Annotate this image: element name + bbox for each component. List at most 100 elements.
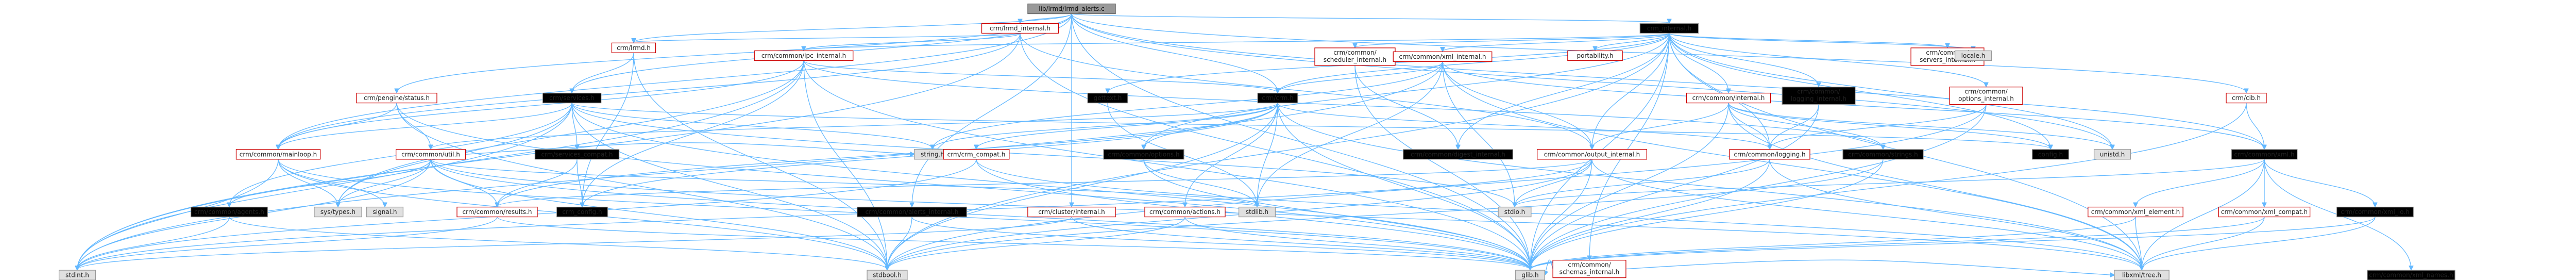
node-label: signal.h [373,208,397,216]
node-stdlib[interactable]: stdlib.h [1238,206,1276,218]
node-label: crm/common/mainloop.h [240,151,317,158]
node-lrmd[interactable]: crm/lrmd.h [611,42,656,53]
edge-common-xml-to-xml-element [2136,159,2265,207]
edge-ipc-internal-to-stdint [77,60,804,270]
node-label: crm/common/xml_compat.h [2221,208,2308,216]
edge-schemas-internal-to-glib [1545,259,1553,275]
node-services-compat[interactable]: crm/services_compat.h [534,149,620,160]
node-label: locale.h [1961,52,1986,59]
node-options-internal[interactable]: crm/common/options_internal.h [1949,87,2023,105]
node-common-strings[interactable]: crm/common/strings.h [1842,149,1924,160]
edge-xml-compat-to-libxml-tree [2142,217,2265,270]
node-unistd[interactable]: unistd.h [2093,149,2131,160]
node-portability[interactable]: portability.h [1567,50,1623,61]
node-cluster-internal[interactable]: crm/cluster/internal.h [1027,206,1116,218]
node-common-options[interactable]: crm/common/options.h [1103,149,1184,160]
node-stdint[interactable]: stdint.h [58,270,96,280]
edge-crm-internal-to-common-logging [1669,33,1770,149]
node-label: crm/common/digest_internal.h [1411,151,1505,158]
node-crm-crm[interactable]: crm/crm.h [1257,92,1298,104]
node-locale[interactable]: locale.h [1954,50,1992,61]
node-root[interactable]: lib/lrmd/lrmd_alerts.c [1027,3,1116,14]
node-gettext[interactable]: gettext.h [1087,92,1128,104]
node-label: crm_internal.h [1647,25,1691,32]
node-layer: lib/lrmd/lrmd_alerts.c crm_internal.h crm/… [58,3,2455,280]
node-glib[interactable]: glib.h [1515,270,1545,280]
edge-output-internal-to-glib [1530,159,1592,270]
edge-root-to-unistd [1071,13,2112,149]
node-output-internal[interactable]: crm/common/output_internal.h [1536,149,1648,160]
node-xml-names[interactable]: crm/common/xml_names.h [2367,270,2455,280]
node-xml-internal[interactable]: crm/common/xml_internal.h [1393,51,1493,62]
edge-cluster-internal-to-glib [1071,217,1530,270]
edge-crm-internal-to-ipc-internal [804,32,1670,50]
edge-crm-internal-to-unistd [1669,33,2112,149]
edge-lrmd-internal-to-lrmd [634,32,1021,42]
node-string[interactable]: string.h [913,149,952,160]
node-xml-element[interactable]: crm/common/xml_element.h [2088,206,2183,218]
node-results[interactable]: crm/common/results.h [456,206,538,218]
node-util[interactable]: crm/common/util.h [396,149,466,160]
node-alerts-internal[interactable]: crm/common/alerts_internal.h [856,206,968,218]
node-pengine-status[interactable]: crm/pengine/status.h [356,92,437,104]
node-label: stdint.h [65,272,89,279]
node-label: crm/common/xml_internal.h [1399,53,1486,60]
node-mainloop[interactable]: crm/common/mainloop.h [235,149,321,160]
node-xml-io[interactable]: crm/common/xml_io.h [2336,206,2414,218]
node-sched-internal[interactable]: crm/common/scheduler_internal.h [1314,47,1396,66]
edge-root-to-lrmd [634,13,1072,43]
edge-output-internal-to-stdint [77,159,1592,270]
node-label: stdio.h [1504,208,1525,216]
node-common-internal[interactable]: crm/common/internal.h [1686,92,1771,104]
edge-pengine-status-to-stdbool [396,103,887,270]
node-systypes[interactable]: sys/types.h [314,206,362,218]
edge-crm-internal-to-common-options [1144,33,1670,149]
edge-common-xml-to-libxml-tree [2142,159,2265,270]
edge-agents-to-stdint [77,217,230,270]
edge-crm-internal-to-xml-internal [1443,32,1670,51]
node-label: unistd.h [2100,151,2125,158]
node-digest-internal[interactable]: crm/common/digest_internal.h [1402,149,1514,160]
edge-pengine-status-to-mainloop [278,103,397,149]
node-agents[interactable]: crm/common/agents.h [190,206,268,218]
edge-lrmd-internal-to-glib [1020,33,1530,270]
edge-cib-to-common-xml [2246,103,2264,149]
node-xml-compat[interactable]: crm/common/xml_compat.h [2218,206,2311,218]
node-stdio[interactable]: stdio.h [1498,206,1532,218]
node-ipc-internal[interactable]: crm/common/ipc_internal.h [754,50,854,61]
edge-logging-internal-to-glib [1530,104,1819,270]
node-actions[interactable]: crm/common/actions.h [1144,206,1226,218]
node-common-logging[interactable]: crm/common/logging.h [1729,149,1810,160]
node-logging-internal[interactable]: crm/common/logging_internal.h [1782,87,1856,105]
edge-services-to-config [571,103,2050,149]
node-libxml-tree[interactable]: libxml/tree.h [2114,270,2170,280]
edge-options-internal-to-stdbool [887,104,1987,270]
edge-root-to-crm-internal [1071,13,1669,23]
node-cib[interactable]: crm/cib.h [2226,92,2267,104]
edge-output-internal-to-stdio [1515,159,1592,207]
node-label: crm/common/alerts_internal.h [866,208,959,216]
edge-xml-internal-to-crm-crm [1278,61,1443,92]
node-label: stdbool.h [873,272,902,279]
node-services[interactable]: crm/services.h [542,92,602,104]
edge-common-internal-to-output-internal [1592,103,1729,149]
edge-crm-internal-to-servers-internal [1669,32,1947,47]
node-common-xml[interactable]: crm/common/xml.h [2231,149,2298,160]
node-crm-internal[interactable]: crm_internal.h [1639,23,1699,34]
node-signal[interactable]: signal.h [366,206,404,218]
edge-util-to-glib [430,159,1530,270]
edge-services-to-stdio [571,103,1515,207]
node-lrmd-internal[interactable]: crm/lrmd_internal.h [981,23,1059,34]
node-stdbool[interactable]: stdbool.h [867,270,908,280]
edge-root-to-crm-crm [1071,13,1278,93]
edge-xml-internal-to-libxml-tree [1442,61,2142,270]
node-label: crm/common/ipc_internal.h [761,52,846,59]
edge-lrmd-internal-to-mainloop [278,33,1021,149]
node-label: crm/common/internal.h [1692,94,1765,102]
edge-alerts-internal-to-stdbool [887,217,912,270]
edge-crm-internal-to-output-internal [1592,33,1670,149]
node-crm-compat[interactable]: crm/crm_compat.h [943,149,1010,160]
node-crm-config[interactable]: crm_config.h [556,206,608,218]
node-config[interactable]: config.h [2031,149,2070,160]
node-schemas-internal[interactable]: crm/common/schemas_internal.h [1552,259,1626,278]
